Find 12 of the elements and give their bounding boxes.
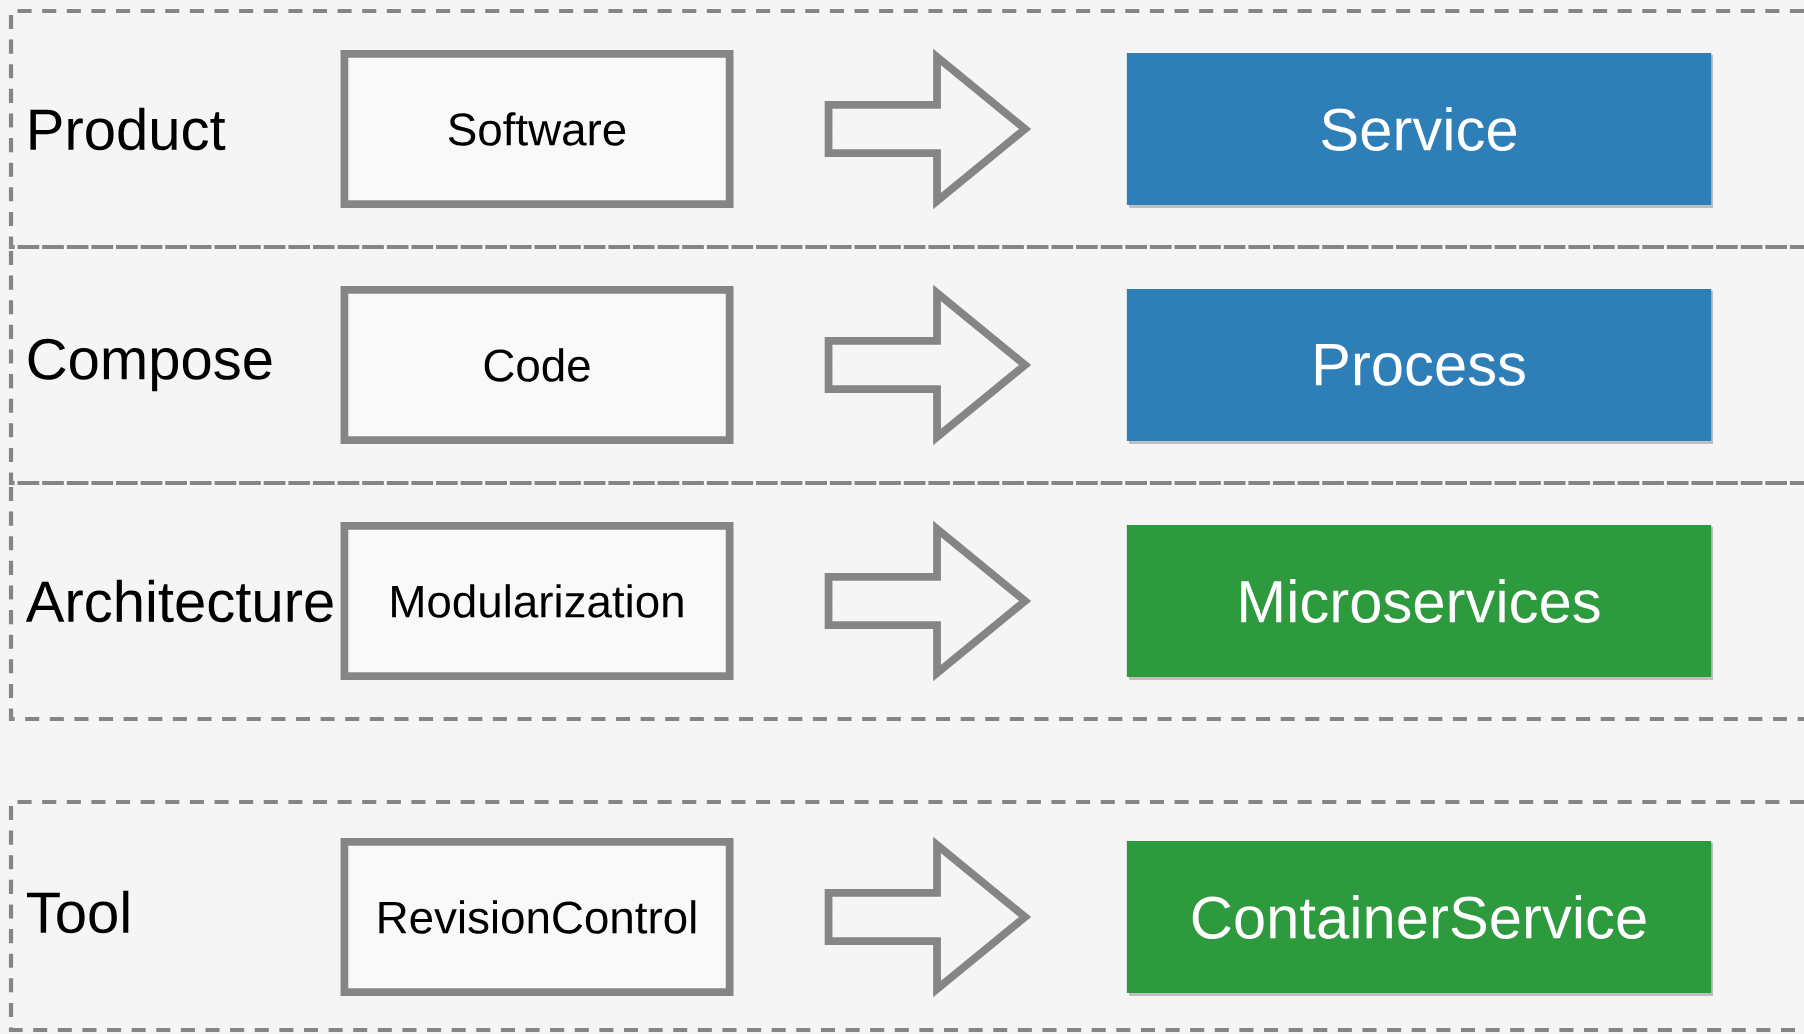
- colored-box: Service: [1126, 52, 1714, 208]
- colored-box: Process: [1126, 288, 1714, 444]
- colored-box: ContainerService: [1126, 840, 1714, 996]
- text-box: Modularization: [340, 522, 734, 680]
- block-arrow: [824, 48, 1032, 210]
- block-arrow: [824, 520, 1032, 682]
- text-box: RevisionControl: [340, 838, 734, 996]
- block-arrow: [824, 836, 1032, 998]
- block-arrow: [824, 284, 1032, 446]
- text-box: Software: [340, 50, 734, 208]
- text-box: Code: [340, 286, 734, 444]
- colored-box: Microservices: [1126, 524, 1714, 680]
